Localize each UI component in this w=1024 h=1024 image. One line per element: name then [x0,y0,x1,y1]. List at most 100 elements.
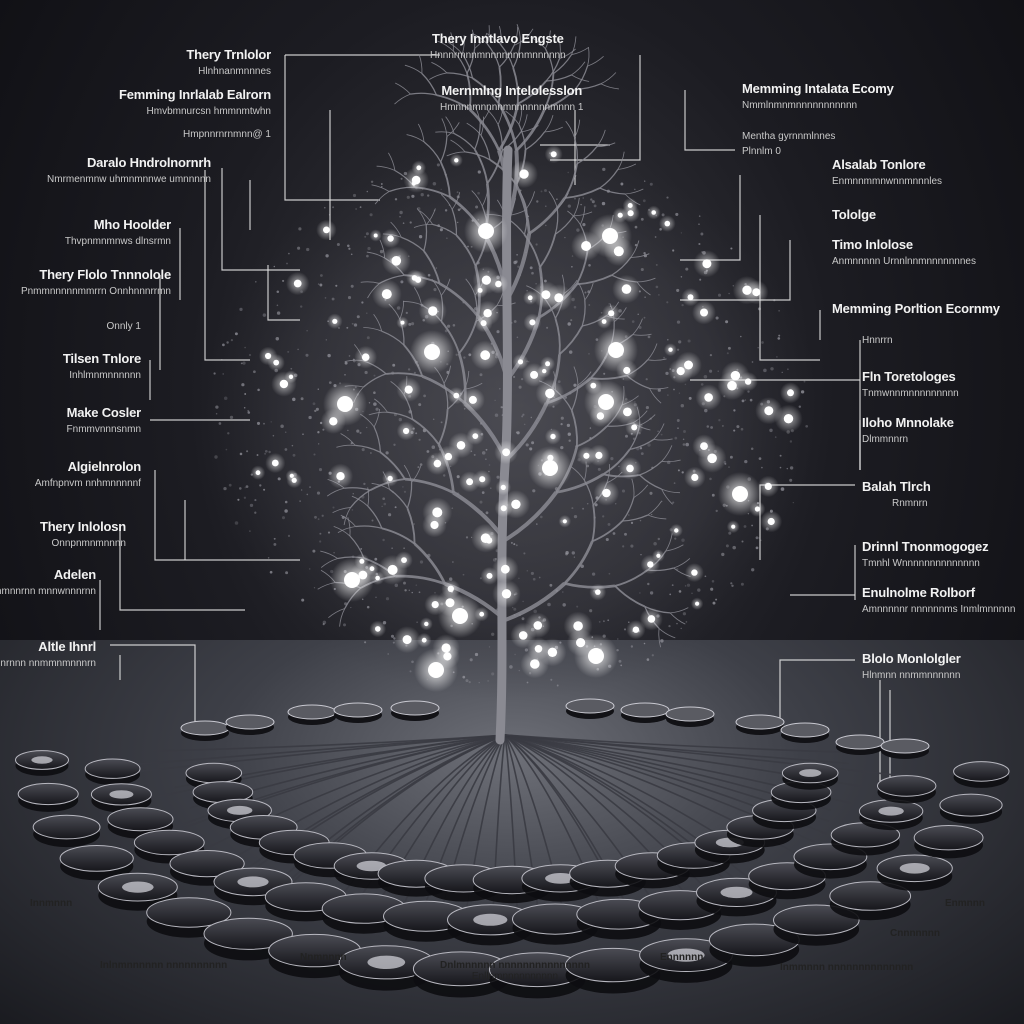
canopy-speck [673,482,676,484]
canopy-speck [456,191,459,194]
canopy-speck [477,191,480,195]
glow-point [421,637,427,643]
glow-point [468,395,477,404]
glow-point [533,621,543,630]
branch [390,221,402,238]
canopy-speck [268,450,271,454]
canopy-speck [691,592,693,595]
canopy-speck [685,442,689,447]
glow-point [550,151,557,158]
glow-point [573,621,583,631]
branch [381,527,416,545]
canopy-speck [634,188,636,191]
canopy-speck [327,531,331,534]
canopy-speck [263,488,266,491]
branch [486,25,490,45]
canopy-speck [253,370,256,374]
canopy-speck [586,464,590,468]
canopy-speck [711,493,715,497]
branch [440,136,448,163]
branch [669,612,686,625]
canopy-speck [798,405,802,408]
canopy-speck [733,429,736,432]
canopy-speck [667,338,669,341]
branch [545,58,561,82]
canopy-speck [373,402,377,406]
canopy-speck [432,418,435,421]
canopy-speck [658,294,660,296]
branch [501,131,522,151]
canopy-speck [525,443,529,447]
canopy-speck [684,383,687,386]
glow-point [731,524,736,529]
canopy-speck [318,443,320,445]
canopy-speck [346,326,349,329]
canopy-speck [654,236,657,238]
canopy-speck [637,313,639,316]
canopy-speck [789,478,793,482]
node-top [146,897,232,928]
branch [363,373,387,388]
canopy-speck [657,537,661,541]
canopy-speck [521,415,524,418]
canopy-speck [292,453,296,457]
canopy-speck [436,163,440,167]
branch [544,48,555,74]
branch [564,582,616,589]
canopy-speck [393,443,396,446]
label-right-6: Memming Porltion Ecornmy [832,301,1000,316]
canopy-speck [566,423,571,428]
branch [571,46,590,56]
glow-point [621,284,632,294]
branch [526,191,536,209]
canopy-speck [390,634,395,638]
branch [661,488,673,505]
canopy-speck [516,336,519,339]
canopy-speck [567,204,571,208]
glow-point [529,319,536,326]
glow-point [411,275,418,281]
canopy-speck [403,547,405,549]
canopy-speck [400,280,404,284]
node-glint [31,756,53,764]
canopy-speck [568,350,573,354]
glow-point [501,589,512,599]
canopy-speck [700,383,704,386]
canopy-speck [567,432,571,436]
node-glint [545,873,576,884]
glow-point [631,424,638,431]
branch [355,525,382,529]
canopy-speck [256,454,259,456]
canopy-speck [536,523,538,525]
branch [555,473,605,494]
branch [417,123,425,142]
canopy-speck [769,428,773,433]
branch [544,114,554,133]
branch [344,487,371,491]
glow-point [527,295,533,301]
node-top [829,881,912,911]
glow-point [545,388,555,399]
canopy-speck [688,396,692,400]
node-top [180,720,230,736]
canopy-speck [729,455,733,459]
canopy-speck [361,448,365,452]
canopy-speck [684,585,687,587]
canopy-speck [494,413,499,417]
branch [404,477,455,494]
glow-point [502,448,510,457]
label-bottom-8: Enmnnn [945,898,985,909]
floor-nodes [15,698,1010,999]
canopy-speck [297,348,299,351]
canopy-speck [544,189,547,192]
canopy-speck [643,316,646,319]
canopy-speck [710,426,713,429]
node-top [17,782,79,806]
